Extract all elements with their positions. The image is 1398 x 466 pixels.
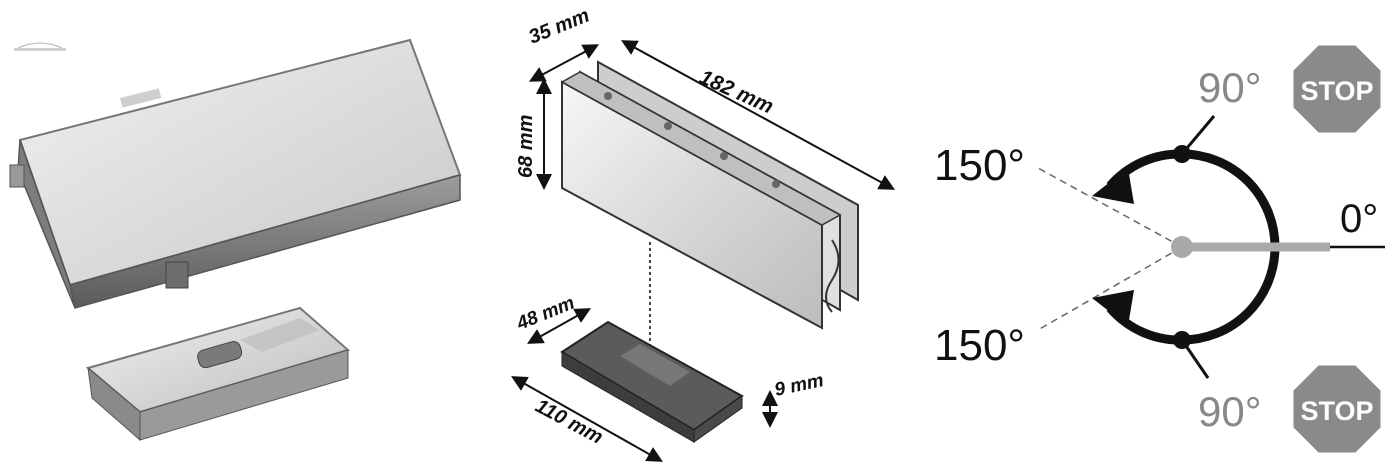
dim-label-base-length: 110 mm (532, 395, 607, 449)
hold-point-bottom (1173, 331, 1191, 349)
swing-diagram: 150° 150° 0° 90° 90° STOP STOP (920, 0, 1398, 466)
dim-label-base-thickness: 9 mm (773, 370, 826, 401)
stop-sign-top-icon: STOP (1290, 42, 1384, 136)
dimension-drawing: 35 mm 182 mm 68 mm 48 mm 110 mm 9 mm (480, 0, 920, 466)
arrow-head-bottom-icon (1092, 290, 1134, 326)
watermark-logo (14, 42, 66, 51)
dimension-svg: 35 mm 182 mm 68 mm 48 mm 110 mm 9 mm (511, 4, 896, 462)
hinge-illustration (9, 38, 462, 442)
dim-label-length: 182 mm (696, 66, 777, 119)
stop-sign-bottom-icon: STOP (1290, 362, 1384, 456)
dim-label-depth: 35 mm (526, 4, 593, 48)
open-limit-line-top (1037, 167, 1183, 248)
angle-label-hold-bottom: 90° (1198, 388, 1262, 435)
arrow-head-top-icon (1092, 168, 1134, 204)
product-photo (0, 0, 470, 466)
stop-label-top: STOP (1300, 76, 1373, 106)
angle-label-open-bottom: 150° (934, 321, 1025, 370)
stop-label-bottom: STOP (1300, 396, 1373, 426)
floor-plate (85, 306, 351, 442)
upper-body (560, 60, 859, 330)
angle-label-closed: 0° (1340, 197, 1378, 241)
dim-label-base-width: 48 mm (513, 293, 578, 335)
dim-label-height: 68 mm (515, 115, 537, 178)
dim-line-base-width (527, 308, 591, 344)
hold-point-top (1173, 145, 1191, 163)
angle-label-open-top: 150° (934, 141, 1025, 190)
open-limit-line-bottom (1037, 246, 1183, 331)
hinge-body (9, 38, 462, 309)
dim-line-length (620, 40, 896, 190)
dim-line-base-length (511, 376, 663, 462)
pivot-point (1171, 236, 1193, 258)
swing-svg: 150° 150° 0° 90° 90° STOP STOP (934, 42, 1385, 456)
dim-line-depth (528, 44, 600, 82)
angle-label-hold-top: 90° (1198, 64, 1262, 111)
